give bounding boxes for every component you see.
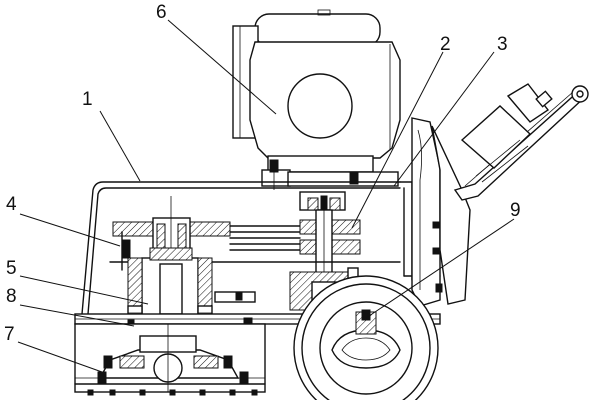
callout-4: 4 [6, 194, 17, 215]
callout-8: 8 [6, 286, 17, 307]
callout-labels: 1 2 3 4 5 6 7 8 9 [4, 2, 521, 345]
drive-wheel [293, 275, 439, 400]
handle-bracket [411, 83, 589, 307]
leader-lines [17, 19, 515, 373]
callout-5: 5 [6, 258, 17, 279]
callout-7: 7 [4, 324, 15, 345]
engine [232, 9, 401, 190]
callout-3: 3 [497, 34, 508, 55]
grinding-head [74, 323, 266, 396]
callout-6: 6 [156, 2, 167, 23]
callout-2: 2 [440, 34, 451, 55]
callout-1: 1 [82, 89, 93, 110]
callout-9: 9 [510, 200, 521, 221]
spindle [127, 247, 256, 321]
